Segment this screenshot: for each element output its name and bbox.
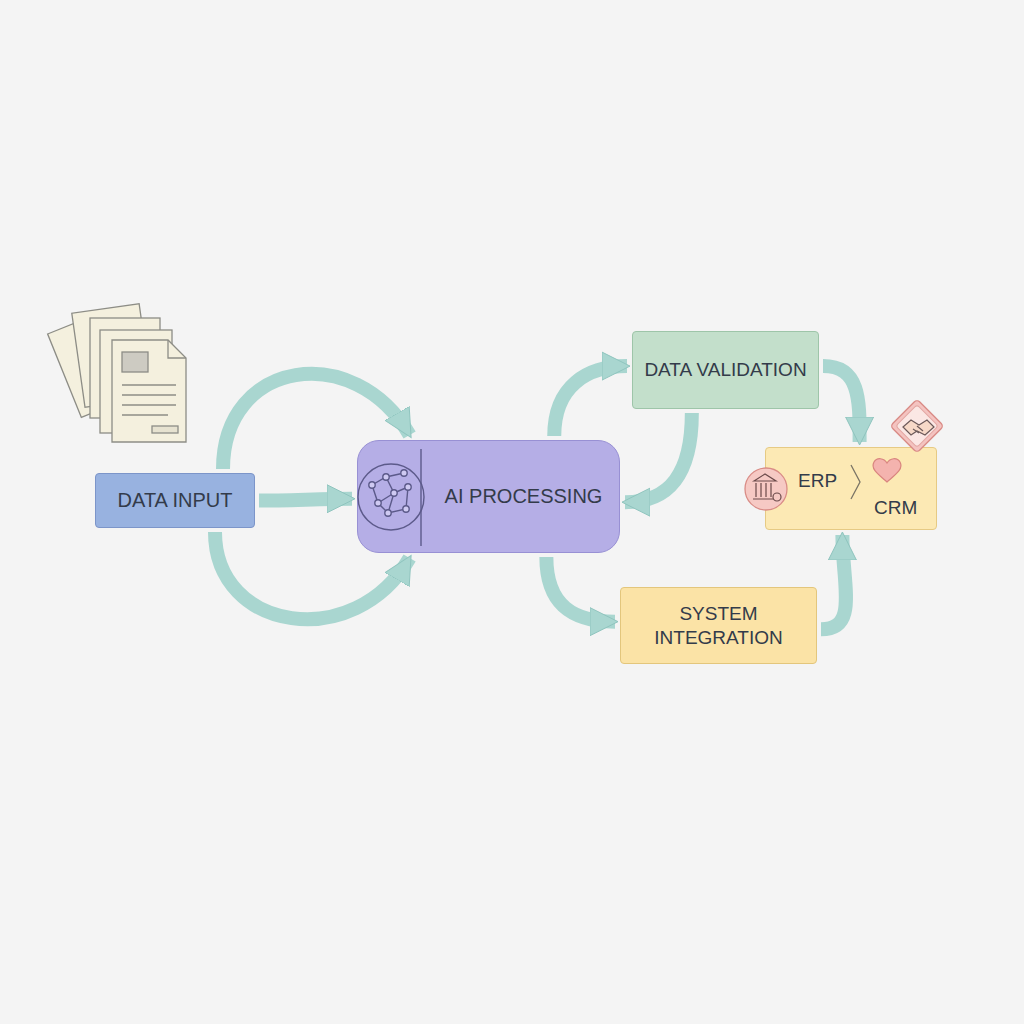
process-box: AI PROCESSING [357, 440, 620, 553]
process-box: DATA INPUT [95, 473, 255, 528]
box-label: CRM [874, 496, 917, 520]
network-icon [358, 441, 438, 554]
process-box: ERP CRM [765, 447, 937, 530]
box-label: DATA VALIDATION [644, 358, 806, 382]
flow-arrow [821, 535, 846, 629]
flow-arrow [554, 366, 627, 436]
box-label: DATA INPUT [118, 488, 233, 513]
process-box: SYSTEM INTEGRATION [620, 587, 817, 664]
box-label: AI PROCESSING [445, 484, 603, 509]
flow-arrow [546, 557, 615, 622]
process-box: DATA VALIDATION [632, 331, 819, 409]
box-label: ERP [798, 469, 837, 493]
flow-arrow [625, 413, 692, 502]
box-label: SYSTEM INTEGRATION [621, 602, 816, 650]
flow-arrow [259, 499, 352, 501]
flow-arrow [823, 366, 860, 442]
erp-crm-icons [741, 403, 961, 533]
